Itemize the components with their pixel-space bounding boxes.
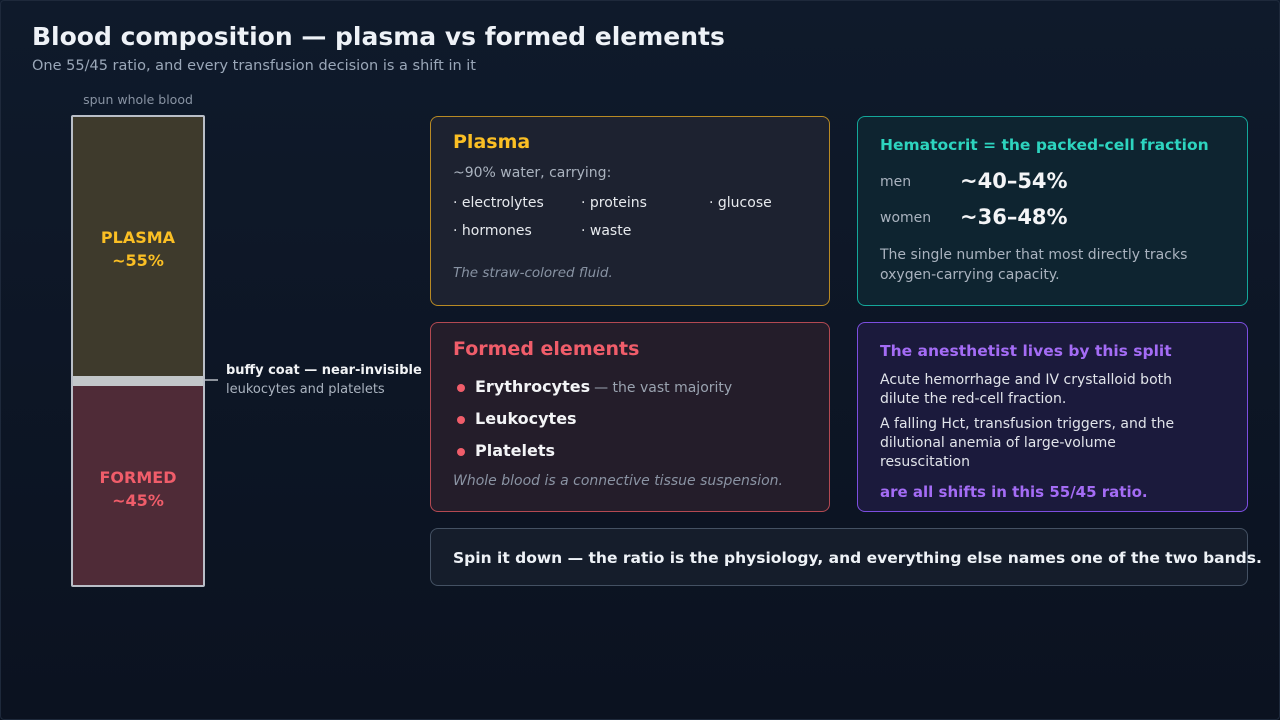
- buffy-coat-title: buffy coat — near-invisible: [226, 363, 422, 378]
- plasma-item: · glucose: [709, 195, 772, 211]
- anesthetist-card: The anesthetist lives by this split Acut…: [857, 322, 1248, 512]
- formed-item-name: Erythrocytes: [475, 377, 591, 396]
- plasma-band-name: PLASMA: [100, 228, 176, 247]
- formed-item-name: Leukocytes: [475, 409, 577, 428]
- plasma-card-note: The straw-colored fluid.: [453, 265, 613, 281]
- formed-item-leukocytes: Leukocytes: [475, 409, 577, 428]
- plasma-item: · waste: [581, 223, 632, 239]
- anesthetist-card-title: The anesthetist lives by this split: [880, 342, 1172, 360]
- formed-band-percent: ~45%: [112, 491, 164, 510]
- page-subtitle: One 55/45 ratio, and every transfusion d…: [32, 58, 476, 74]
- anesthetist-conclusion: are all shifts in this 55/45 ratio.: [880, 483, 1148, 501]
- formed-band: [73, 386, 203, 585]
- hematocrit-card-title: Hematocrit = the packed-cell fraction: [880, 136, 1209, 154]
- formed-card-title: Formed elements: [453, 338, 640, 360]
- hematocrit-label-women: women: [880, 210, 932, 226]
- plasma-band-percent: ~55%: [112, 251, 164, 270]
- plasma-item: · proteins: [581, 195, 647, 211]
- formed-band-label: FORMED ~45%: [73, 466, 203, 512]
- hematocrit-description: The single number that most directly tra…: [880, 247, 1188, 283]
- summary-banner: Spin it down — the ratio is the physiolo…: [430, 528, 1262, 586]
- formed-item-platelets: Platelets: [475, 441, 555, 460]
- test-tube: PLASMA ~55% FORMED ~45%: [71, 115, 205, 587]
- formed-item-name: Platelets: [475, 441, 556, 460]
- bullet-icon: [457, 384, 465, 392]
- plasma-item: · electrolytes: [453, 195, 544, 211]
- bullet-icon: [457, 416, 465, 424]
- plasma-card-title: Plasma: [453, 131, 531, 153]
- bullet-icon: [457, 448, 465, 456]
- formed-item-suffix: — the vast majority: [594, 380, 733, 396]
- summary-text: Spin it down — the ratio is the physiolo…: [453, 549, 1262, 567]
- plasma-item: · hormones: [453, 223, 532, 239]
- hematocrit-label-men: men: [880, 174, 912, 190]
- plasma-band-label: PLASMA ~55%: [73, 226, 203, 272]
- formed-card-note: Whole blood is a connective tissue suspe…: [453, 473, 783, 489]
- buffy-coat-leader-line: [205, 379, 218, 381]
- formed-band-name: FORMED: [99, 468, 177, 487]
- tube-caption: spun whole blood: [83, 92, 193, 107]
- page-title: Blood composition — plasma vs formed ele…: [32, 22, 725, 51]
- buffy-coat-band: [73, 376, 203, 386]
- formed-elements-card: Formed elements Erythrocytes— the vast m…: [430, 322, 830, 512]
- hematocrit-value-men: ~40–54%: [960, 169, 1068, 193]
- anesthetist-paragraph-1: Acute hemorrhage and IV crystalloid both…: [880, 372, 1172, 407]
- plasma-card-intro: ~90% water, carrying:: [453, 165, 612, 181]
- plasma-card: Plasma ~90% water, carrying: · electroly…: [430, 116, 830, 306]
- hematocrit-card: Hematocrit = the packed-cell fraction me…: [857, 116, 1248, 306]
- formed-item-erythrocytes: Erythrocytes— the vast majority: [475, 377, 732, 396]
- plasma-band: [73, 117, 203, 376]
- buffy-coat-subtitle: leukocytes and platelets: [226, 382, 385, 397]
- hematocrit-value-women: ~36–48%: [960, 205, 1068, 229]
- anesthetist-paragraph-2: A falling Hct, transfusion triggers, and…: [880, 416, 1175, 470]
